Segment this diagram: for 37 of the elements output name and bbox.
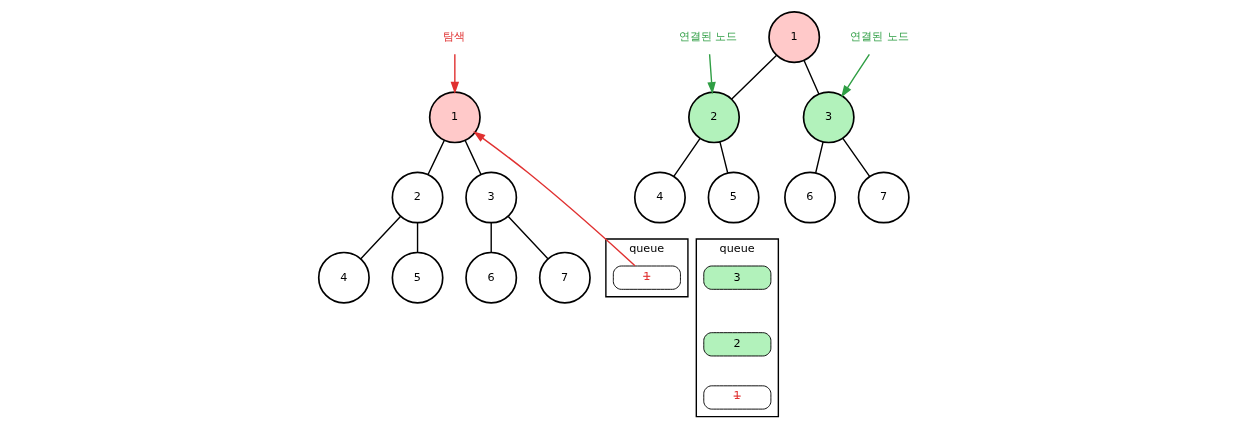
connector <box>814 141 824 174</box>
node-box: 3 <box>702 265 771 290</box>
node-box: 1 <box>702 385 771 410</box>
connector <box>359 215 401 260</box>
connector <box>507 215 549 260</box>
node-circle: 5 <box>391 251 444 304</box>
node-circle: 7 <box>857 171 910 224</box>
node-circle: 4 <box>317 251 370 304</box>
connector <box>463 139 482 175</box>
node-circle: 6 <box>464 251 517 304</box>
node-circle: 2 <box>391 171 444 224</box>
arrow <box>706 53 716 95</box>
connector <box>672 137 701 178</box>
arrow <box>450 53 459 94</box>
connector <box>416 222 418 254</box>
connector <box>802 60 820 95</box>
node-circle: 2 <box>687 91 740 144</box>
node-circle: 4 <box>633 171 686 224</box>
node-circle: 7 <box>538 251 591 304</box>
node-circle: 3 <box>464 171 517 224</box>
node-text: 탐색 <box>442 30 465 44</box>
arrow <box>840 53 870 98</box>
node-circle: 6 <box>783 171 836 224</box>
connector <box>426 139 445 176</box>
node-box: 1 <box>612 265 681 290</box>
node-text: 연결된 노드 <box>849 30 909 44</box>
connector <box>841 137 870 178</box>
connector <box>718 141 728 174</box>
node-box: 2 <box>702 332 771 357</box>
node-circle: 1 <box>428 91 481 144</box>
node-text: 연결된 노드 <box>678 30 737 44</box>
node-circle: 3 <box>802 91 855 144</box>
node-circle: 5 <box>707 171 760 224</box>
node-circle: 1 <box>767 11 820 64</box>
arrow <box>472 131 636 267</box>
connector <box>490 222 492 254</box>
connector <box>730 54 777 100</box>
